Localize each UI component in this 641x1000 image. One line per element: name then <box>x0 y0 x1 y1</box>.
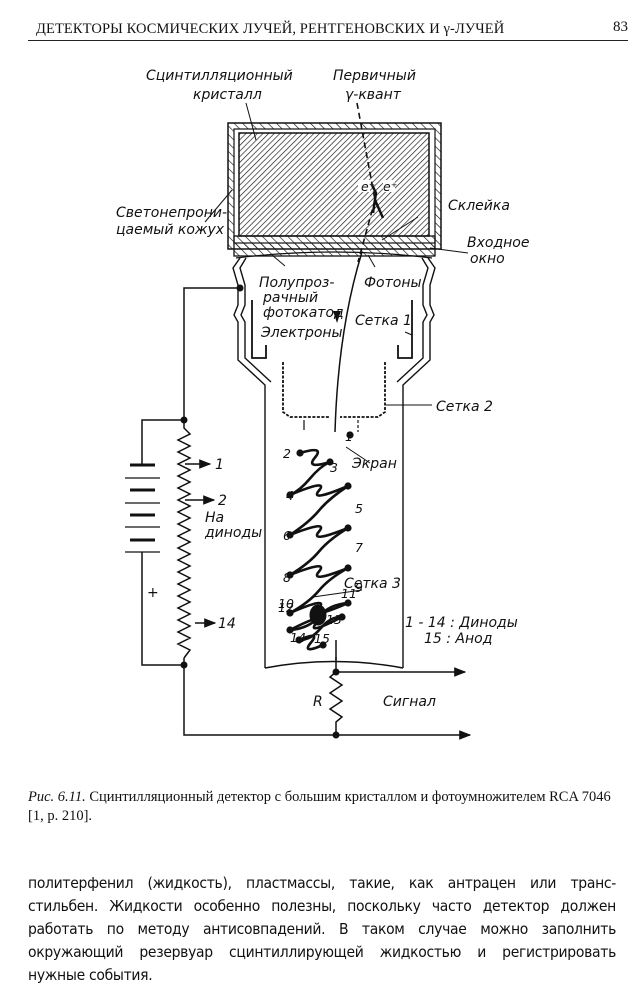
dynode-15 <box>319 641 327 649</box>
label-photons: Фотоны <box>364 275 422 291</box>
label-electrons: Электроны <box>260 325 343 341</box>
label-glue: Склейка <box>448 198 510 214</box>
dynode-number: 8 <box>283 570 291 585</box>
label-photocathode-2: рачный <box>262 290 318 306</box>
dynode-number: 15 <box>314 631 330 646</box>
photocathode-surface <box>235 251 433 259</box>
label-window-2: окно <box>470 251 505 267</box>
dynode-number: 11 <box>341 586 357 601</box>
dynode-chain <box>286 431 354 660</box>
dynode-number: 7 <box>355 540 363 555</box>
label-signal: Сигнал <box>383 694 436 710</box>
label-window: Входное <box>467 235 529 251</box>
label-battery-plus: + <box>147 585 159 601</box>
entrance-window <box>233 235 436 257</box>
dynode-5 <box>344 482 352 490</box>
label-housing: Светонепрони- <box>116 205 227 221</box>
label-positron: e⁺ <box>383 179 397 194</box>
label-primary-2: γ-квант <box>345 87 402 103</box>
dynode-element <box>298 634 324 651</box>
dynode-element <box>289 460 331 497</box>
grid-1 <box>251 300 413 359</box>
dynode-10 <box>286 609 294 617</box>
dynode-number: 9 <box>355 580 363 595</box>
dynode-14 <box>295 636 303 644</box>
label-housing-2: цаемый кожух <box>116 222 225 238</box>
dynode-number: 12 <box>278 600 294 615</box>
dynode-13 <box>338 613 346 621</box>
body-paragraph: политерфенил (жидкость), пластмассы, так… <box>28 872 616 987</box>
label-crystal: Сцинтилляционный <box>146 68 293 84</box>
label-grid-1: Сетка 1 <box>355 313 412 329</box>
label-primary: Первичный <box>333 68 416 84</box>
label-tap-14: 14 <box>218 616 236 632</box>
label-electron: e⁻ <box>361 179 375 194</box>
detector-figure: Сцинтилляционный кристалл Первичный γ-кв… <box>116 68 529 740</box>
label-grid-3: Сетка 3 <box>344 576 401 592</box>
body-line: окружающий резервуар сцинтиллирующей жид… <box>28 943 616 961</box>
grid-3 <box>309 604 327 626</box>
dynode-element <box>289 526 349 577</box>
label-to-dynodes: На <box>205 510 224 526</box>
dynode-number: 14 <box>290 630 306 645</box>
dynode-element <box>289 484 349 537</box>
dynode-6 <box>286 531 294 539</box>
label-crystal-2: кристалл <box>193 87 262 103</box>
page-number: 83 <box>613 19 628 35</box>
dynode-element <box>289 484 349 497</box>
dynode-element <box>289 525 349 538</box>
dynode-number: 13 <box>326 612 342 627</box>
grid-2 <box>282 362 386 418</box>
caption-label: Рис. 6.11. <box>28 789 86 805</box>
dynode-4 <box>286 491 294 499</box>
body-line: стильбен. Жидкости особенно полезны, пос… <box>28 897 616 915</box>
electron-path <box>334 251 363 433</box>
legend-dynodes: 1 - 14 : Диноды <box>405 615 518 631</box>
dynode-1 <box>346 431 354 439</box>
caption-text: Сцинтилляционный детектор с большим крис… <box>28 789 611 824</box>
dynode-number: 5 <box>355 501 363 516</box>
dynode-number: 3 <box>330 460 338 475</box>
dynode-element <box>299 448 331 467</box>
dynode-9 <box>344 564 352 572</box>
label-screen: Экран <box>351 456 397 472</box>
label-to-dynodes-2: диноды <box>204 525 262 541</box>
scintillation-crystal <box>238 132 430 237</box>
label-photocathode-3: фотокатод <box>263 305 344 321</box>
dynode-element <box>289 565 349 578</box>
body-line: политерфенил (жидкость), пластмассы, так… <box>28 874 616 892</box>
battery <box>125 463 160 590</box>
dynode-number: 1 <box>345 429 353 444</box>
dynode-number: 2 <box>283 446 291 461</box>
legend-anode: 15 : Анод <box>424 631 492 647</box>
dynode-8 <box>286 571 294 579</box>
dynode-3 <box>326 458 334 466</box>
dynode-element <box>298 615 343 642</box>
divider-circuit <box>141 287 472 740</box>
dynode-number: 6 <box>283 528 291 543</box>
label-grid-2: Сетка 2 <box>436 399 493 415</box>
dynode-11 <box>344 599 352 607</box>
body-line: нужные события. <box>28 966 153 984</box>
dynode-element <box>289 566 349 615</box>
dynode-12 <box>286 626 294 634</box>
label-photocathode: Полупроз- <box>259 275 334 291</box>
junction-dots <box>180 284 340 739</box>
dynode-7 <box>344 524 352 532</box>
dynode-2 <box>296 449 304 457</box>
label-resistor: R <box>313 694 323 710</box>
running-title: ДЕТЕКТОРЫ КОСМИЧЕСКИХ ЛУЧЕЙ, РЕНТГЕНОВСК… <box>36 21 505 37</box>
photomultiplier-tube <box>232 257 436 669</box>
body-line: работать по методу антисовпадений. В так… <box>28 920 616 938</box>
dynode-number: 4 <box>286 488 294 503</box>
label-tap-1: 1 <box>215 457 224 473</box>
gamma-ray-path <box>356 102 376 201</box>
running-header: ДЕТЕКТОРЫ КОСМИЧЕСКИХ ЛУЧЕЙ, РЕНТГЕНОВСК… <box>28 18 628 41</box>
label-tap-2: 2 <box>218 493 227 509</box>
figure-caption: Рис. 6.11. Сцинтилляционный детектор с б… <box>28 788 618 826</box>
dynode-number: 10 <box>278 596 294 611</box>
